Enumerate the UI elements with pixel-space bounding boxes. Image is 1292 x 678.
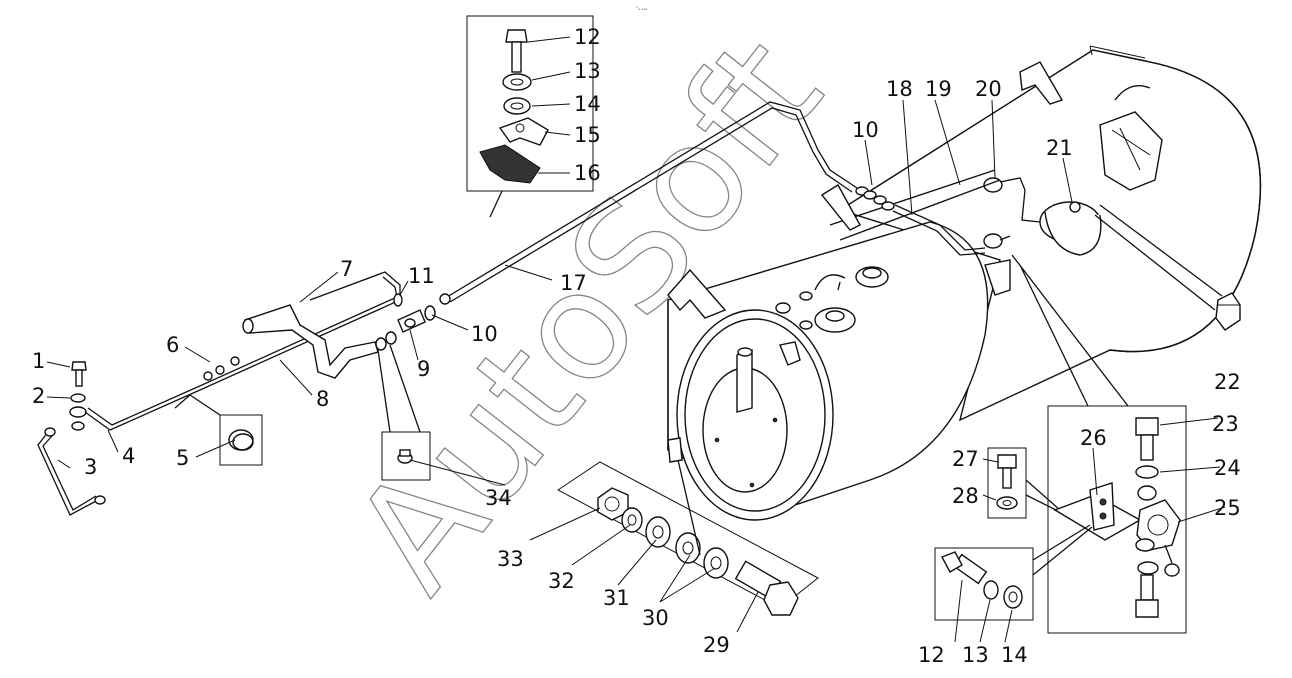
left-pipe-assembly <box>37 271 436 516</box>
callout-22: 22 <box>1214 370 1241 394</box>
rear-fuel-tank <box>838 45 1262 422</box>
callout-33: 33 <box>497 547 524 571</box>
callout-10-right: 10 <box>852 118 879 142</box>
box-bolt-27-28 <box>987 447 1061 519</box>
callout-28: 28 <box>952 484 979 508</box>
callout-1: 1 <box>32 349 45 373</box>
callout-12-top: 12 <box>574 25 601 49</box>
callout-24: 24 <box>1214 456 1241 480</box>
box-fitting-34 <box>377 344 431 481</box>
box-part-22 <box>1094 204 1241 331</box>
box-bolts-clamps-top <box>466 15 594 218</box>
front-fuel-tank <box>667 169 1011 521</box>
corner-text: ⁿₐ ₐₐₐ <box>636 6 647 12</box>
callout-16: 16 <box>574 161 601 185</box>
callout-9: 9 <box>417 357 430 381</box>
callout-10: 10 <box>471 322 498 346</box>
fuel-pipe-17 <box>439 101 986 305</box>
callout-29: 29 <box>703 633 730 657</box>
box-bolts-bottom <box>934 524 1093 621</box>
box-pump-bracket <box>1011 254 1187 634</box>
callout-30: 30 <box>642 606 669 630</box>
callout-3: 3 <box>84 455 97 479</box>
callout-5: 5 <box>176 446 189 470</box>
callout-31: 31 <box>603 586 630 610</box>
callout-14-top: 14 <box>574 92 601 116</box>
leader-lines <box>46 36 1226 643</box>
callout-23: 23 <box>1212 412 1239 436</box>
bracket-26 <box>1053 482 1142 541</box>
callout-21: 21 <box>1046 136 1073 160</box>
callout-13-bottom: 13 <box>962 643 989 667</box>
callout-4: 4 <box>122 444 135 468</box>
callout-20: 20 <box>975 77 1002 101</box>
callout-12-bottom: 12 <box>918 643 945 667</box>
callout-32: 32 <box>548 569 575 593</box>
callout-6: 6 <box>166 333 179 357</box>
callout-19: 19 <box>925 77 952 101</box>
callout-25: 25 <box>1214 496 1241 520</box>
callout-14-bottom: 14 <box>1001 643 1028 667</box>
box-bolt-washers <box>557 459 819 616</box>
callout-11: 11 <box>408 264 435 288</box>
callout-8: 8 <box>316 387 329 411</box>
callout-27: 27 <box>952 447 979 471</box>
callout-15: 15 <box>574 123 601 147</box>
callout-13-top: 13 <box>574 59 601 83</box>
callout-18: 18 <box>886 77 913 101</box>
callout-17: 17 <box>560 271 587 295</box>
callout-26: 26 <box>1080 426 1107 450</box>
callout-labels: 1 2 3 4 5 6 7 8 9 10 11 12 13 14 15 16 1… <box>32 25 1241 667</box>
callout-2: 2 <box>32 384 45 408</box>
callout-7: 7 <box>340 257 353 281</box>
callout-34: 34 <box>485 486 512 510</box>
box-clip-5 <box>174 394 263 466</box>
